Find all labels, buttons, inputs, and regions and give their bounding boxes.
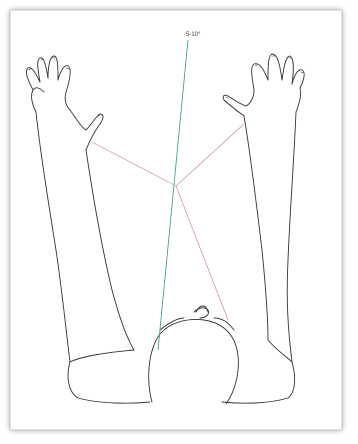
guide-line-right xyxy=(176,124,244,186)
head-outline xyxy=(149,320,239,404)
left-hand-palm xyxy=(32,88,103,150)
head xyxy=(149,306,239,404)
angle-label: 5-10° xyxy=(186,32,201,38)
left-hand-finger-2 xyxy=(38,58,48,82)
left-arm-inner-contour xyxy=(86,150,134,350)
left-hand-finger-3 xyxy=(48,56,58,80)
guide-lines xyxy=(92,124,244,320)
right-hand-finger-4 xyxy=(246,64,268,106)
vertical-axis-line xyxy=(158,40,188,350)
guide-line-left xyxy=(92,142,176,186)
right-hand-nails xyxy=(226,56,303,98)
right-hand-palm xyxy=(223,88,301,116)
right-hand-finger-2 xyxy=(282,56,293,84)
left-arm xyxy=(26,56,134,362)
right-hand-finger-3 xyxy=(268,54,282,80)
left-hand-finger-4 xyxy=(58,66,70,110)
face-features xyxy=(160,308,234,330)
shoulders xyxy=(68,340,295,403)
right-shoulder xyxy=(222,340,295,403)
right-arm-inner-contour xyxy=(244,116,268,340)
guide-line-down xyxy=(176,186,228,320)
left-shoulder xyxy=(68,350,150,403)
right-arm xyxy=(223,54,304,362)
right-arm-outer-contour xyxy=(287,112,296,362)
left-hand-thumb xyxy=(70,110,86,130)
left-arm-outer-contour xyxy=(36,112,70,362)
